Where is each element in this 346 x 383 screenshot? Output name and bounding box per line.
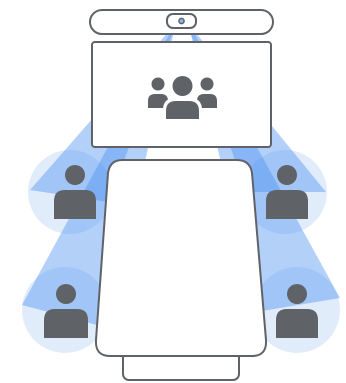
camera-bar-icon bbox=[89, 9, 274, 35]
group-right-body bbox=[197, 94, 217, 108]
person-head bbox=[56, 284, 76, 304]
group-left-head bbox=[151, 77, 165, 91]
person-head bbox=[277, 165, 297, 185]
person-icon-left-upper bbox=[54, 165, 96, 219]
person-body bbox=[266, 190, 308, 219]
group-left-body bbox=[148, 94, 168, 108]
person-head bbox=[287, 284, 307, 304]
person-icon-right-upper bbox=[266, 165, 308, 219]
person-body bbox=[276, 309, 318, 338]
person-body bbox=[54, 190, 96, 219]
conference-table-icon bbox=[94, 159, 268, 381]
camera-lens bbox=[178, 17, 185, 25]
conference-table bbox=[94, 159, 268, 357]
person-body bbox=[44, 309, 88, 338]
group-right-head bbox=[200, 77, 214, 91]
group-center-body bbox=[166, 101, 199, 119]
group-center-head bbox=[172, 76, 193, 96]
person-icon-right-lower bbox=[276, 284, 318, 338]
group-icon bbox=[148, 74, 217, 121]
person-icon-left-lower bbox=[44, 284, 88, 338]
person-head bbox=[65, 165, 85, 185]
